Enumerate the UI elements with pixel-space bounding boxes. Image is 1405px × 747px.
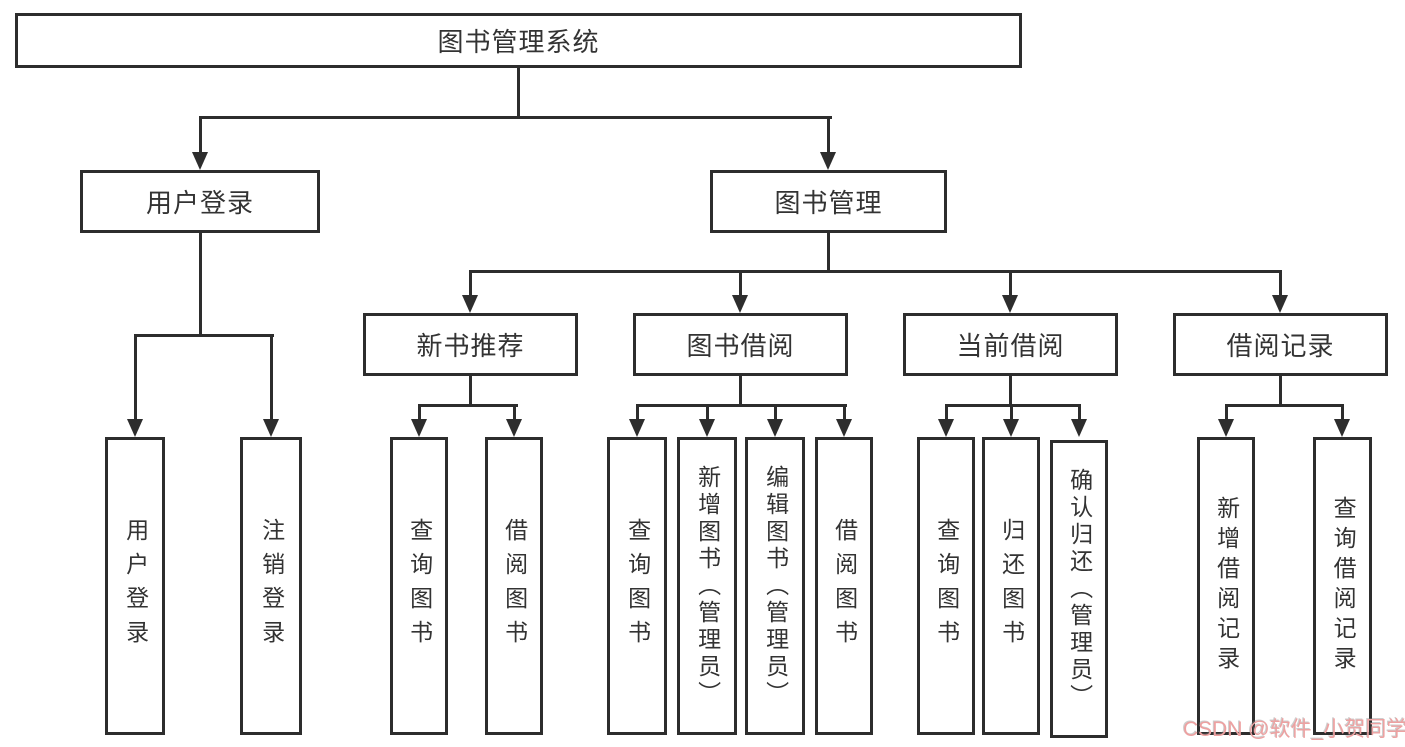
node-bb-add-book: 新增图书（管理员）: [677, 437, 737, 735]
node-bb-edit-book-label: 编辑图书（管理员）: [762, 464, 789, 708]
node-bb-query-book: 查询图书: [607, 437, 667, 735]
node-br-add-record-label: 新增借阅记录: [1213, 496, 1240, 676]
arrowhead-book-mgmt: [820, 152, 836, 170]
node-leaf-logout: 注销登录: [240, 437, 302, 735]
node-root: 图书管理系统: [15, 13, 1022, 68]
node-book-borrow-label: 图书借阅: [686, 331, 795, 361]
node-leaf-user-login: 用户登录: [105, 437, 165, 735]
connector-drop-bb-edit: [774, 404, 777, 421]
node-bb-add-book-label: 新增图书（管理员）: [694, 464, 721, 708]
node-cb-return-book-label: 归还图书: [998, 518, 1025, 654]
connector-drop-rec-borrow: [513, 404, 516, 421]
node-borrow-record-label: 借阅记录: [1226, 331, 1335, 361]
connector-drop-bb-query: [636, 404, 639, 421]
node-current-borrow-label: 当前借阅: [956, 331, 1065, 361]
arrowhead-borrow-record: [1272, 295, 1288, 313]
connector-current-borrow-hbar: [945, 404, 1081, 407]
connector-current-borrow-stem: [1009, 376, 1012, 407]
connector-new-book-rec-stem: [469, 376, 472, 407]
connector-drop-bb-borrow: [843, 404, 846, 421]
connector-drop-br-add: [1225, 404, 1228, 421]
connector-level1-hbar: [199, 116, 832, 119]
arrowhead-leaf-logout: [263, 419, 279, 437]
csdn-watermark: CSDN @软件_小贺同学: [1183, 718, 1405, 741]
arrowhead-new-book-rec: [462, 295, 478, 313]
node-leaf-user-login-label: 用户登录: [122, 518, 149, 654]
connector-borrow-record-hbar: [1225, 404, 1344, 407]
node-book-borrow: 图书借阅: [633, 313, 848, 376]
arrowhead-current-borrow: [1002, 295, 1018, 313]
node-bb-borrow-book-label: 借阅图书: [831, 518, 858, 654]
connector-drop-cb-query: [945, 404, 948, 421]
connector-user-login-stem: [199, 233, 202, 337]
node-root-label: 图书管理系统: [437, 27, 600, 57]
connector-drop-br-query: [1341, 404, 1344, 421]
node-cb-query-book: 查询图书: [917, 437, 975, 735]
connector-book-borrow-hbar: [636, 404, 847, 407]
connector-drop-cb-confirm: [1078, 404, 1081, 421]
connector-drop-new-book-rec: [469, 270, 472, 297]
arrowhead-br-query: [1334, 419, 1350, 437]
connector-drop-book-borrow: [739, 270, 742, 297]
node-rec-query-book-label: 查询图书: [406, 518, 433, 654]
node-user-login-label: 用户登录: [145, 188, 254, 218]
connector-drop-user-login: [199, 116, 202, 154]
arrowhead-bb-borrow: [836, 419, 852, 437]
arrowhead-rec-borrow: [506, 419, 522, 437]
connector-root-trunk: [517, 68, 520, 119]
node-book-mgmt-label: 图书管理: [774, 188, 883, 218]
arrowhead-cb-return: [1003, 419, 1019, 437]
node-bb-edit-book: 编辑图书（管理员）: [745, 437, 805, 735]
node-br-add-record: 新增借阅记录: [1197, 437, 1255, 735]
arrowhead-bb-edit: [767, 419, 783, 437]
arrowhead-cb-query: [938, 419, 954, 437]
arrowhead-bb-add: [699, 419, 715, 437]
arrowhead-br-add: [1218, 419, 1234, 437]
node-br-query-record-label: 查询借阅记录: [1330, 496, 1357, 676]
connector-drop-leaf-logout: [270, 334, 273, 421]
node-bb-query-book-label: 查询图书: [624, 518, 651, 654]
connector-drop-cb-return: [1010, 404, 1013, 421]
node-book-mgmt: 图书管理: [710, 170, 947, 233]
arrowhead-user-login: [192, 152, 208, 170]
node-rec-borrow-book: 借阅图书: [485, 437, 543, 735]
arrowhead-rec-query: [411, 419, 427, 437]
node-bb-borrow-book: 借阅图书: [815, 437, 873, 735]
node-br-query-record: 查询借阅记录: [1313, 437, 1372, 735]
connector-drop-current-borrow: [1009, 270, 1012, 297]
node-cb-return-book: 归还图书: [982, 437, 1040, 735]
connector-drop-borrow-record: [1279, 270, 1282, 297]
connector-user-login-hbar: [134, 334, 274, 337]
node-borrow-record: 借阅记录: [1173, 313, 1388, 376]
arrowhead-book-borrow: [732, 295, 748, 313]
node-leaf-logout-label: 注销登录: [258, 518, 285, 654]
node-current-borrow: 当前借阅: [903, 313, 1118, 376]
node-new-book-rec-label: 新书推荐: [416, 331, 525, 361]
connector-borrow-record-stem: [1279, 376, 1282, 407]
connector-level2-hbar: [469, 270, 1282, 273]
node-user-login: 用户登录: [80, 170, 320, 233]
node-rec-borrow-book-label: 借阅图书: [501, 518, 528, 654]
arrowhead-cb-confirm: [1071, 419, 1087, 437]
node-cb-query-book-label: 查询图书: [933, 518, 960, 654]
connector-drop-rec-query: [418, 404, 421, 421]
arrowhead-bb-query: [629, 419, 645, 437]
connector-drop-bb-add: [706, 404, 709, 421]
node-rec-query-book: 查询图书: [390, 437, 448, 735]
connector-drop-leaf-user-login: [134, 334, 137, 421]
connector-book-mgmt-stem: [827, 233, 830, 273]
connector-drop-book-mgmt: [827, 116, 830, 154]
node-cb-confirm-return-label: 确认归还（管理员）: [1066, 467, 1093, 711]
arrowhead-leaf-user-login: [127, 419, 143, 437]
node-cb-confirm-return: 确认归还（管理员）: [1050, 440, 1108, 738]
connector-book-borrow-stem: [739, 376, 742, 407]
node-new-book-rec: 新书推荐: [363, 313, 578, 376]
connector-new-book-rec-hbar: [418, 404, 518, 407]
